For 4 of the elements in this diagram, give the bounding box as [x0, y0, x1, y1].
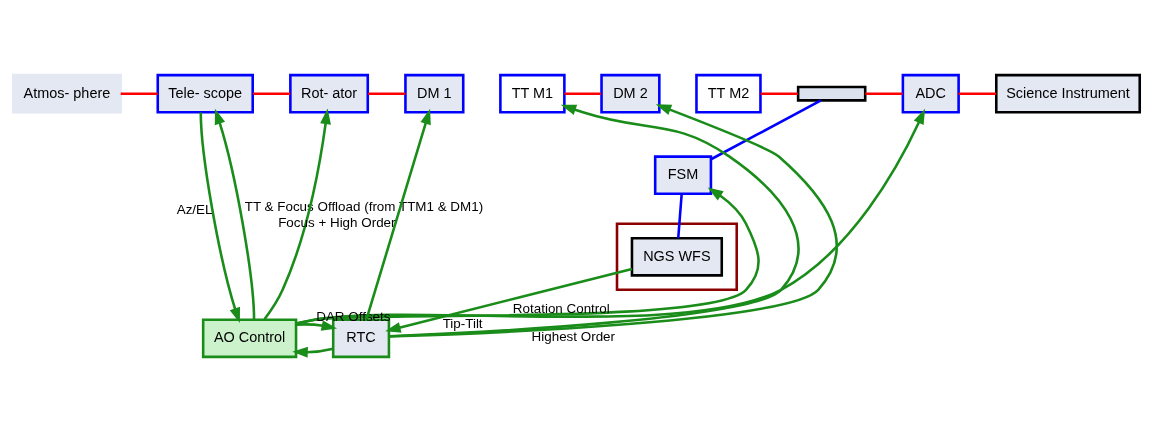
edge-label: Rotation Control	[512, 300, 610, 316]
edge-label: Highest Order	[531, 328, 616, 344]
edge-label: Az/EL	[176, 201, 213, 216]
edge-label: Tip-Tilt	[442, 315, 483, 331]
